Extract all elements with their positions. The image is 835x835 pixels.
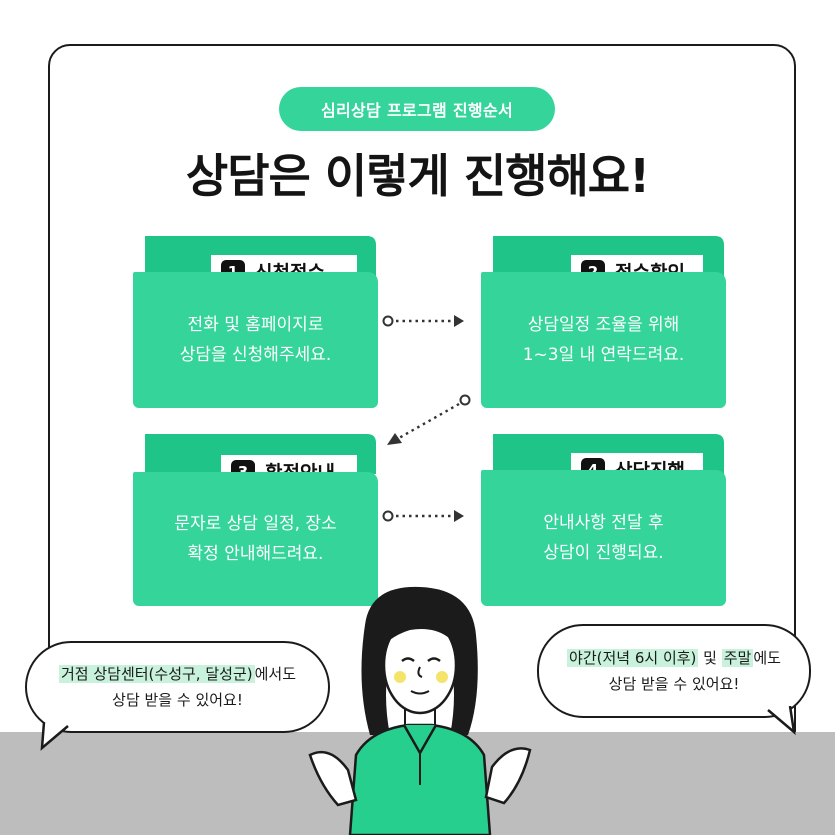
step-4-line1: 안내사항 전달 후 — [543, 513, 664, 533]
arrow-3-to-4-icon — [382, 510, 464, 522]
step-1-body: 전화 및 홈페이지로 상담을 신청해주세요. — [133, 272, 378, 408]
step-4-line2: 상담이 진행되요. — [543, 543, 664, 563]
right-bubble-middle: 및 — [698, 649, 722, 667]
left-bubble-highlight: 거점 상담센터(수성구, 달성군) — [58, 665, 255, 683]
right-bubble-highlight-1: 야간(저녁 6시 이후) — [567, 649, 699, 667]
left-bubble-line1: 거점 상담센터(수성구, 달성군)에서도 — [58, 661, 297, 687]
counselor-illustration — [308, 586, 532, 835]
arrow-1-to-2-icon — [382, 315, 464, 327]
program-order-pill: 심리상담 프로그램 진행순서 — [279, 87, 555, 131]
right-bubble-tail — [767, 706, 796, 736]
right-bubble-rest: 에도 — [753, 649, 781, 667]
left-bubble-tail — [40, 722, 69, 751]
step-3-line2: 확정 안내해드려요. — [187, 544, 324, 564]
step-1-folder: 1 신청접수 전화 및 홈페이지로 상담을 신청해주세요. — [133, 236, 378, 408]
arrow-2-to-3-icon — [387, 394, 471, 445]
right-bubble-line2: 상담 받을 수 있어요! — [608, 675, 740, 693]
step-4-body: 안내사항 전달 후 상담이 진행되요. — [481, 470, 726, 606]
step-1-line1: 전화 및 홈페이지로 — [187, 315, 324, 335]
step-2-line1: 상담일정 조율을 위해 — [527, 315, 680, 335]
left-speech-bubble: 거점 상담센터(수성구, 달성군)에서도 상담 받을 수 있어요! — [25, 641, 330, 733]
step-1-line2: 상담을 신청해주세요. — [179, 345, 332, 365]
step-3-line1: 문자로 상담 일정, 장소 — [174, 514, 337, 534]
step-2-body: 상담일정 조율을 위해 1~3일 내 연락드려요. — [481, 272, 726, 408]
step-4-folder: 4 상담진행 안내사항 전달 후 상담이 진행되요. — [481, 434, 726, 606]
left-bubble-rest: 에서도 — [254, 665, 297, 683]
left-bubble-line2: 상담 받을 수 있어요! — [112, 691, 243, 709]
right-bubble-highlight-2: 주말 — [721, 649, 754, 667]
step-2-line2: 1~3일 내 연락드려요. — [522, 345, 685, 365]
page-title: 상담은 이렇게 진행해요! — [185, 149, 650, 203]
step-3-body: 문자로 상담 일정, 장소 확정 안내해드려요. — [133, 472, 378, 606]
step-2-folder: 2 접수확인 상담일정 조율을 위해 1~3일 내 연락드려요. — [481, 236, 726, 408]
